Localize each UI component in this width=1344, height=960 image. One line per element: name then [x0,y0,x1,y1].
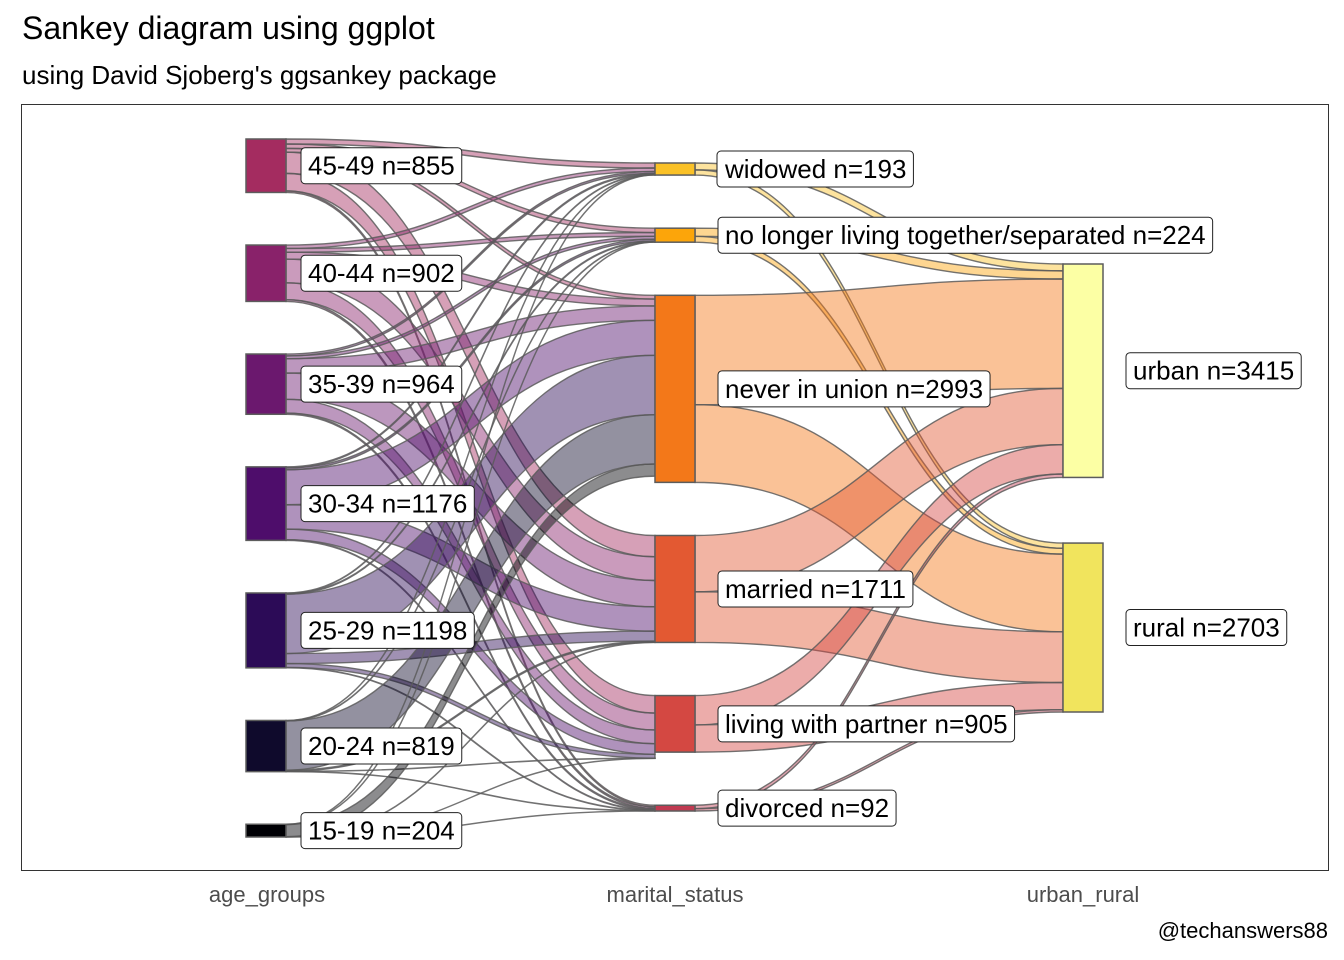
node-15-19 [245,823,287,838]
node-40-44 [245,244,287,303]
label-box-rural [1125,609,1288,647]
node-rural [1062,542,1104,713]
label-box-15-19 [300,812,463,850]
label-20-24: 20-24 n=819 [300,727,463,765]
label-text-40-44: 40-44 n=902 [308,258,455,288]
node-25-29 [245,592,287,669]
node-urban [1062,263,1104,479]
label-rural: rural n=2703 [1125,609,1288,647]
label-text-urban: urban n=3415 [1133,356,1294,386]
label-never: never in union n=2993 [717,370,991,408]
node-separated [654,227,696,243]
label-30-34: 30-34 n=1176 [300,485,475,523]
label-urban: urban n=3415 [1125,352,1302,390]
label-living: living with partner n=905 [717,705,1016,743]
label-box-urban [1125,352,1302,390]
node-married [654,534,696,644]
axis-label-marital-status: marital_status [606,882,744,907]
label-text-never: never in union n=2993 [725,374,983,404]
chart-title: Sankey diagram using ggplot [22,10,435,46]
label-text-widowed: widowed n=193 [724,154,906,184]
label-15-19: 15-19 n=204 [300,812,463,850]
chart-caption: @techanswers88 [1157,918,1328,943]
label-married: married n=1711 [717,570,914,608]
label-box-35-39 [300,365,463,403]
label-text-married: married n=1711 [725,574,906,604]
label-text-15-19: 15-19 n=204 [308,816,455,846]
label-box-40-44 [300,254,463,292]
chart-subtitle: using David Sjoberg's ggsankey package [22,60,497,90]
label-text-25-29: 25-29 n=1198 [308,615,467,645]
axis-label-urban-rural: urban_rural [1026,882,1140,907]
axis-label-age-groups: age_groups [208,882,326,907]
label-box-widowed [716,150,914,188]
label-text-living: living with partner n=905 [725,709,1008,739]
node-35-39 [245,353,287,416]
label-widowed: widowed n=193 [716,150,914,188]
label-text-20-24: 20-24 n=819 [308,731,455,761]
label-divorced: divorced n=92 [717,789,897,827]
node-20-24 [245,719,287,773]
label-box-20-24 [300,727,463,765]
label-box-25-29 [300,611,475,649]
label-40-44: 40-44 n=902 [300,254,463,292]
node-never [654,294,696,484]
label-text-30-34: 30-34 n=1176 [308,489,467,519]
node-living [654,694,696,753]
node-30-34 [245,466,287,542]
node-45-49 [245,138,287,194]
label-text-45-49: 45-49 n=855 [308,151,455,181]
label-text-35-39: 35-39 n=964 [308,369,455,399]
label-box-separated [717,216,1214,254]
label-text-separated: no longer living together/separated n=22… [725,220,1206,250]
label-box-never [717,370,991,408]
label-box-45-49 [300,147,463,185]
label-35-39: 35-39 n=964 [300,365,463,403]
plot-panel [21,104,1329,871]
label-text-rural: rural n=2703 [1133,613,1280,643]
label-25-29: 25-29 n=1198 [300,611,475,649]
label-box-divorced [717,789,897,827]
label-box-living [717,705,1016,743]
sankey-nodes [245,138,1104,838]
node-widowed [654,162,696,176]
label-45-49: 45-49 n=855 [300,147,463,185]
label-box-married [717,570,914,608]
sankey-labels: 45-49 n=855 40-44 n=902 35-39 n=964 30-34 n… [300,147,1302,850]
label-separated: no longer living together/separated n=22… [717,216,1214,254]
label-box-30-34 [300,485,475,523]
node-divorced [654,804,696,812]
label-text-divorced: divorced n=92 [725,793,889,823]
